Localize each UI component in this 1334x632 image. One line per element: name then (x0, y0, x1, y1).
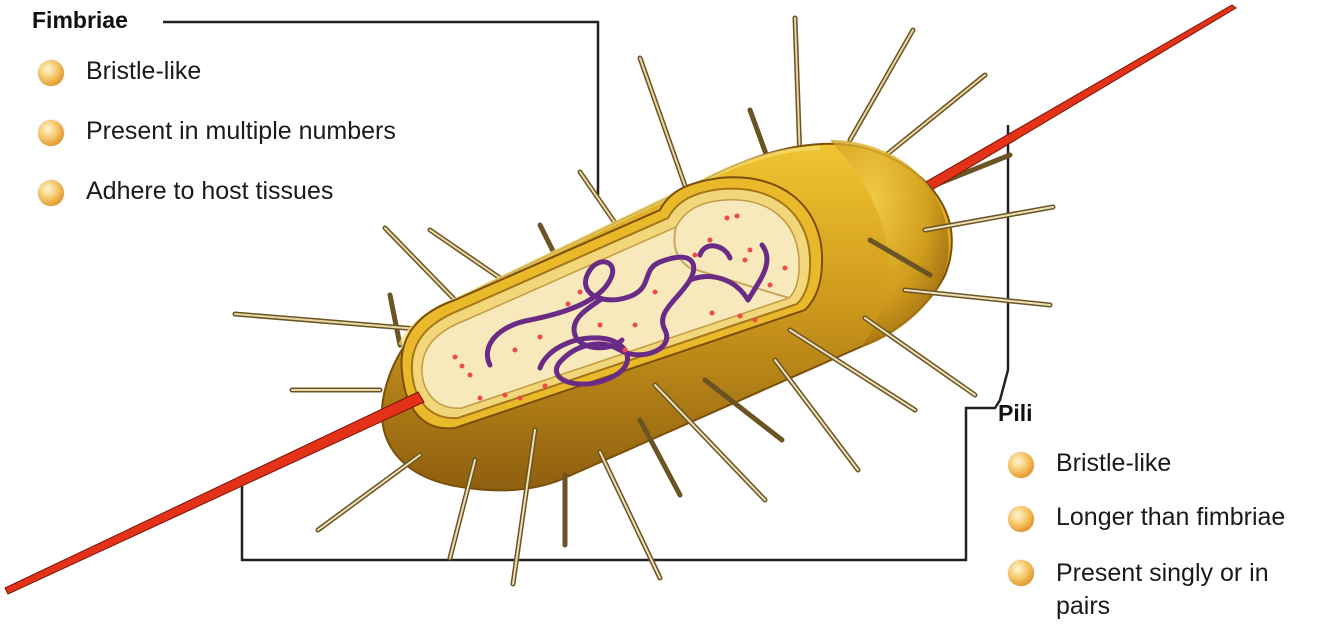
pilus-front-segment (4, 391, 425, 595)
pili-bullet-text: Bristle-like (1056, 449, 1172, 477)
fimbriae-bullet-item: Bristle-like (38, 57, 396, 86)
fimbriae-leader-line (163, 20, 600, 195)
bullet-sphere-icon (1008, 452, 1034, 478)
bullet-sphere-icon (38, 60, 64, 86)
fimbriae-bullet-list: Bristle-like Present in multiple numbers… (38, 57, 396, 206)
pili-bullet-text: Present singly or in pairs (1056, 559, 1269, 620)
pili-bullet-list: Bristle-like Longer than fimbriae Presen… (1008, 449, 1328, 623)
bullet-sphere-icon (1008, 560, 1034, 586)
fimbriae-back-highlight (234, 17, 986, 391)
pili-heading: Pili (998, 400, 1033, 426)
fimbriae-front-highlight (317, 206, 1054, 585)
pili-bullet-item: Longer than fimbriae (1008, 503, 1328, 532)
pili-bullet-item: Bristle-like (1008, 449, 1328, 478)
fimbriae-bullet-text: Present in multiple numbers (86, 117, 396, 145)
bullet-sphere-icon (1008, 506, 1034, 532)
fimbriae-bullet-text: Bristle-like (86, 57, 202, 85)
fimbriae-bullet-item: Present in multiple numbers (38, 117, 396, 146)
pili-leader-line (240, 125, 1010, 562)
pili-bullet-item: Present singly or in pairs (1008, 557, 1328, 623)
ribosomes (452, 213, 788, 401)
pili-bullet-text: Longer than fimbriae (1056, 503, 1286, 531)
nucleoid-dna (484, 242, 770, 387)
bullet-sphere-icon (38, 180, 64, 206)
bullet-sphere-icon (38, 120, 64, 146)
fimbriae-bullet-item: Adhere to host tissues (38, 177, 396, 206)
fimbriae-heading: Fimbriae (32, 7, 128, 33)
fimbriae-bullet-text: Adhere to host tissues (86, 177, 334, 205)
